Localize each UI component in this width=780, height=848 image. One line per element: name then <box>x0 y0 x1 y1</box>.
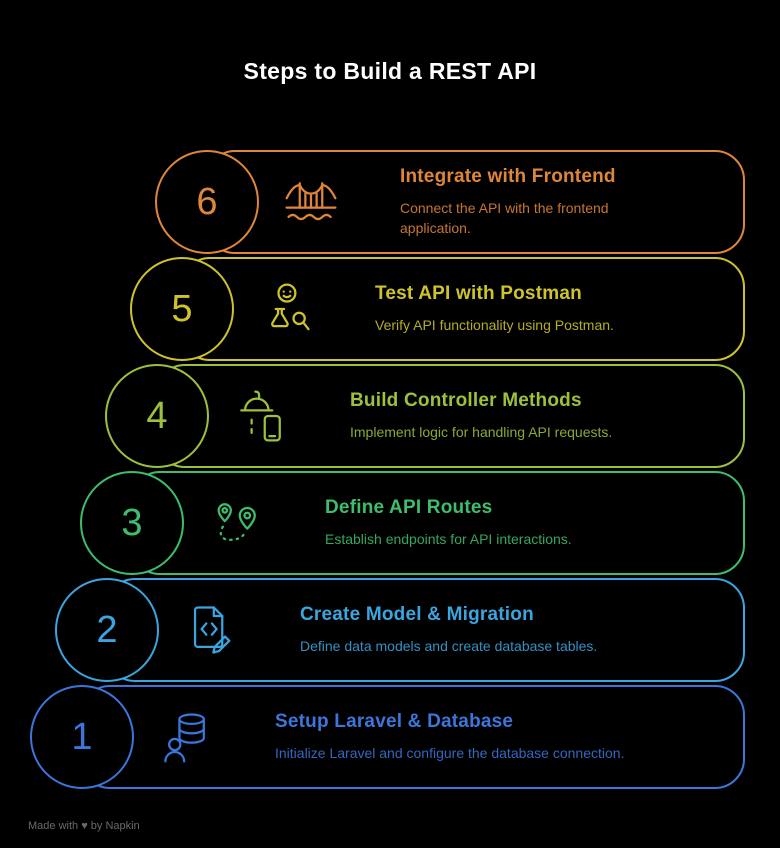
step-text: Integrate with Frontend Connect the API … <box>400 150 717 254</box>
step-description: Verify API functionality using Postman. <box>375 316 614 333</box>
step-text: Test API with Postman Verify API functio… <box>375 257 717 361</box>
made-with-napkin-credit: Made with ♥ by Napkin <box>28 820 140 832</box>
step-description: Initialize Laravel and configure the dat… <box>275 744 625 761</box>
step-number-badge: 1 <box>30 685 134 789</box>
step-1: 1 Setup Laravel & Database Initialize La… <box>30 685 745 789</box>
step-number: 3 <box>121 501 143 544</box>
step-description: Define data models and create database t… <box>300 637 598 654</box>
step-text: Define API Routes Establish endpoints fo… <box>325 471 717 575</box>
map-pins-route-icon <box>206 493 266 553</box>
step-text: Create Model & Migration Define data mod… <box>300 578 717 682</box>
step-number: 6 <box>196 180 218 223</box>
step-5: 5 Test API with Postman Verify API funct… <box>130 257 745 361</box>
step-2: 2 Create Model & Migration Define data m… <box>55 578 745 682</box>
page-title: Steps to Build a REST API <box>243 58 537 84</box>
step-description: Connect the API with the frontend applic… <box>400 199 609 236</box>
step-text: Build Controller Methods Implement logic… <box>350 364 717 468</box>
step-number-badge: 3 <box>80 471 184 575</box>
step-number: 5 <box>171 287 193 330</box>
frontend-bridge-icon <box>281 172 341 232</box>
step-number: 4 <box>146 394 168 437</box>
document-pencil-icon <box>181 600 241 660</box>
step-number-badge: 5 <box>130 257 234 361</box>
hardhat-phone-icon <box>231 386 291 446</box>
step-6: 6 Integrate with Frontend Connect the AP… <box>155 150 745 254</box>
step-title: Integrate with Frontend <box>400 165 616 187</box>
step-4: 4 Build Controller Methods Implement log… <box>105 364 745 468</box>
step-number-badge: 4 <box>105 364 209 468</box>
step-description: Establish endpoints for API interactions… <box>325 530 572 547</box>
step-description: Implement logic for handling API request… <box>350 423 613 440</box>
step-3: 3 Define API Routes Establish endpoints … <box>80 471 745 575</box>
step-number: 1 <box>71 715 93 758</box>
step-title: Setup Laravel & Database <box>275 710 514 732</box>
step-title: Test API with Postman <box>375 282 582 304</box>
database-user-icon <box>156 707 216 767</box>
step-title: Define API Routes <box>325 496 493 518</box>
step-number-badge: 6 <box>155 150 259 254</box>
step-number: 2 <box>96 608 118 651</box>
step-number-badge: 2 <box>55 578 159 682</box>
postman-tester-icon <box>256 279 316 339</box>
step-text: Setup Laravel & Database Initialize Lara… <box>275 685 717 789</box>
step-title: Build Controller Methods <box>350 389 582 411</box>
step-title: Create Model & Migration <box>300 603 534 625</box>
